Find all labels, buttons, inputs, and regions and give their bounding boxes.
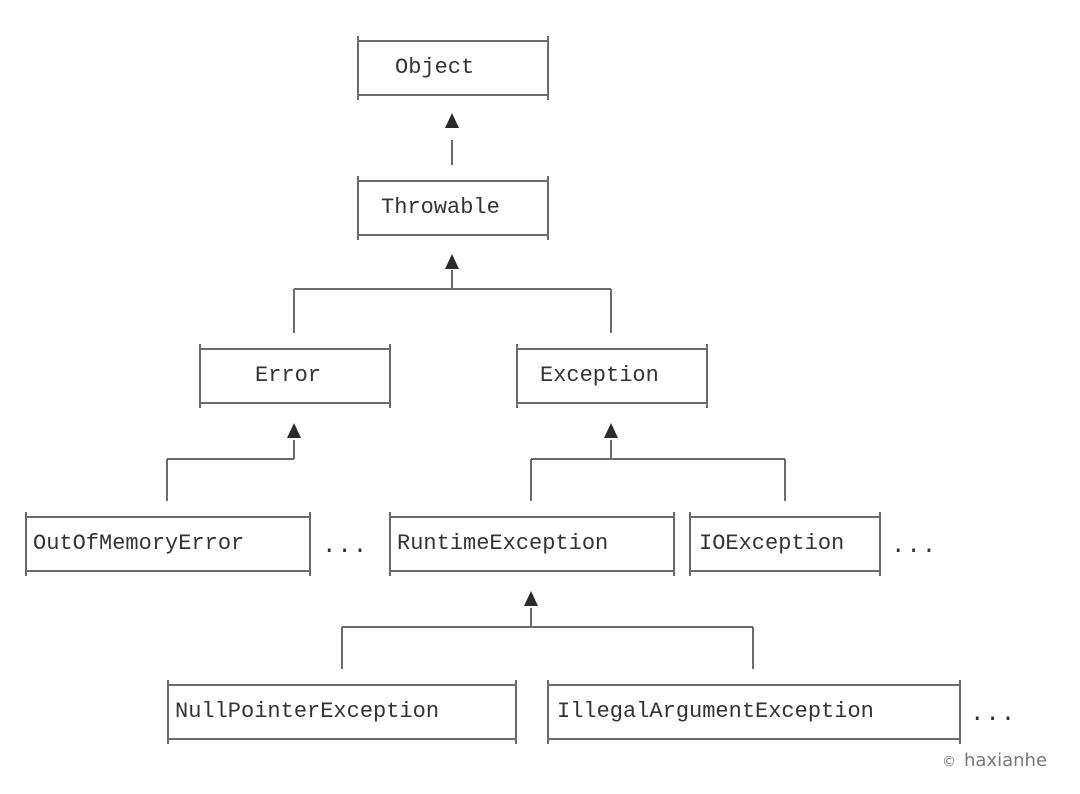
class-name-null-pointer-exception: NullPointerException: [175, 699, 440, 724]
arrowhead-error: [287, 423, 301, 438]
class-name-illegal-argument-exception: IllegalArgumentException: [557, 699, 874, 724]
copyright-author: haxianhe: [964, 750, 1048, 771]
class-box-exception: Exception: [516, 344, 708, 408]
more-error-subclasses-ellipsis: ...: [322, 533, 369, 560]
copyright-watermark: © haxianhe: [942, 750, 1047, 771]
class-box-runtime-exception: RuntimeException: [389, 512, 675, 576]
copyright-symbol: ©: [942, 754, 956, 770]
class-box-object: Object: [357, 36, 549, 100]
class-name-error: Error: [255, 363, 322, 388]
class-name-throwable: Throwable: [381, 195, 500, 220]
class-name-io-exception: IOException: [699, 531, 845, 556]
more-runtime-subclasses-ellipsis: ...: [970, 701, 1017, 728]
class-name-runtime-exception: RuntimeException: [397, 531, 609, 556]
arrowhead-throwable: [445, 254, 459, 269]
arrowhead-runtime-exception: [524, 591, 538, 606]
class-name-exception: Exception: [540, 363, 659, 388]
class-box-out-of-memory-error: OutOfMemoryError: [25, 512, 311, 576]
class-box-null-pointer-exception: NullPointerException: [167, 680, 517, 744]
more-exception-subclasses-ellipsis: ...: [891, 533, 938, 560]
class-box-throwable: Throwable: [357, 176, 549, 240]
class-box-io-exception: IOException: [689, 512, 881, 576]
class-name-object: Object: [395, 55, 475, 80]
arrowhead-object: [445, 113, 459, 128]
arrowhead-exception: [604, 423, 618, 438]
class-box-illegal-argument-exception: IllegalArgumentException: [547, 680, 961, 744]
class-box-error: Error: [199, 344, 391, 408]
class-name-out-of-memory-error: OutOfMemoryError: [33, 531, 245, 556]
